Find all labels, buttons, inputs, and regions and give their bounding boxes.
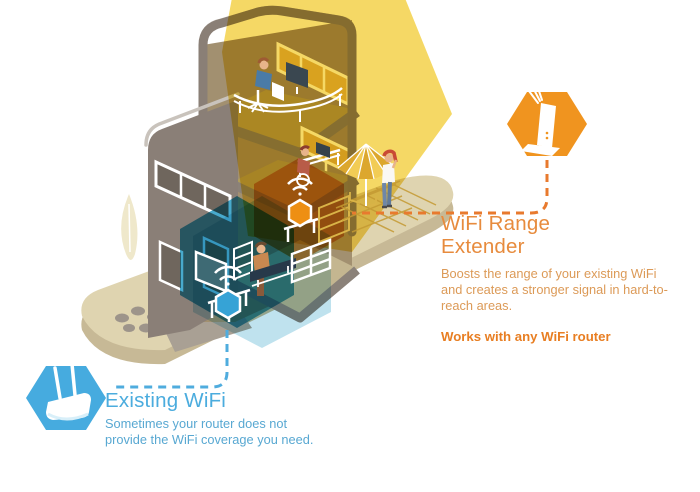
extender-note: Works with any WiFi router <box>441 328 611 344</box>
existing-wifi-description: Sometimes your router does not provide t… <box>105 415 314 447</box>
desktop-tower <box>272 82 284 101</box>
tree-icon <box>121 194 138 260</box>
flat-tv <box>250 258 296 282</box>
person-patio <box>382 149 398 209</box>
wifi-extender-device-icon <box>287 177 313 228</box>
router-connector-line <box>112 330 229 389</box>
sideboard <box>290 238 332 284</box>
wifi-signal-waves-icon <box>287 177 313 196</box>
extender-spot <box>283 177 319 242</box>
wifi-extender-badge-icon <box>507 81 587 156</box>
wifi-router-badge-icon <box>26 362 106 430</box>
extender-description: Boosts the range of your existing WiFi a… <box>441 265 668 313</box>
desktop-monitor <box>286 62 308 88</box>
laptop <box>316 142 330 158</box>
patio <box>335 143 437 233</box>
person-office <box>247 57 272 113</box>
living-room <box>194 238 332 322</box>
patio-chairs <box>349 192 377 207</box>
umbrella-icon <box>337 143 395 206</box>
middle-room <box>296 142 350 244</box>
existing-wifi-callout: Existing WiFi Sometimes your router does… <box>105 389 335 448</box>
wifi-signal-waves-icon <box>214 265 242 286</box>
existing-wifi-title: Existing WiFi <box>105 389 227 412</box>
extender-callout: WiFi Range Extender Boosts the range of … <box>441 212 691 344</box>
extender-title: WiFi Range Extender <box>441 212 551 258</box>
office-room <box>233 57 343 122</box>
router-coverage-zone <box>180 196 294 328</box>
extender-connector-line <box>352 160 549 215</box>
side-window <box>158 240 184 292</box>
wifi-router-device-icon <box>214 265 242 320</box>
